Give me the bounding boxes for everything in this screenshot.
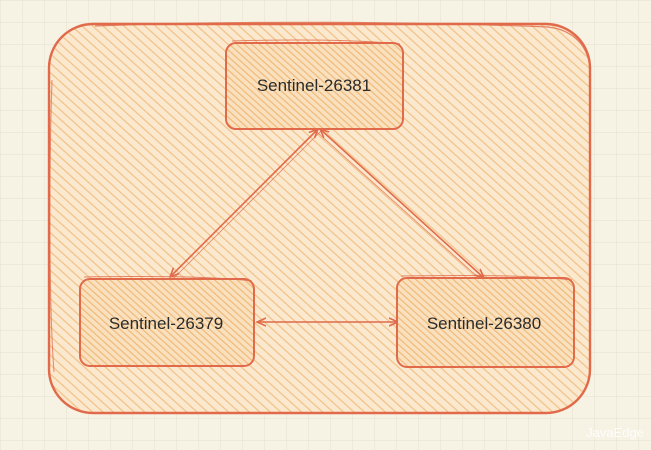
watermark-text: JavaEdge <box>586 425 644 440</box>
edge-top-left <box>170 129 318 277</box>
node-sentinel-26381[interactable]: Sentinel-26381 <box>225 39 404 130</box>
node-label: Sentinel-26381 <box>257 76 371 95</box>
node-label: Sentinel-26380 <box>427 314 541 333</box>
edge-top-left-sketch <box>172 130 322 280</box>
node-sentinel-26379[interactable]: Sentinel-26379 <box>79 275 255 367</box>
node-sentinel-26380[interactable]: Sentinel-26380 <box>396 274 575 368</box>
node-label: Sentinel-26379 <box>109 314 223 333</box>
edges <box>170 129 484 322</box>
edge-top-right <box>320 129 484 278</box>
edge-top-right-sketch <box>316 131 482 281</box>
